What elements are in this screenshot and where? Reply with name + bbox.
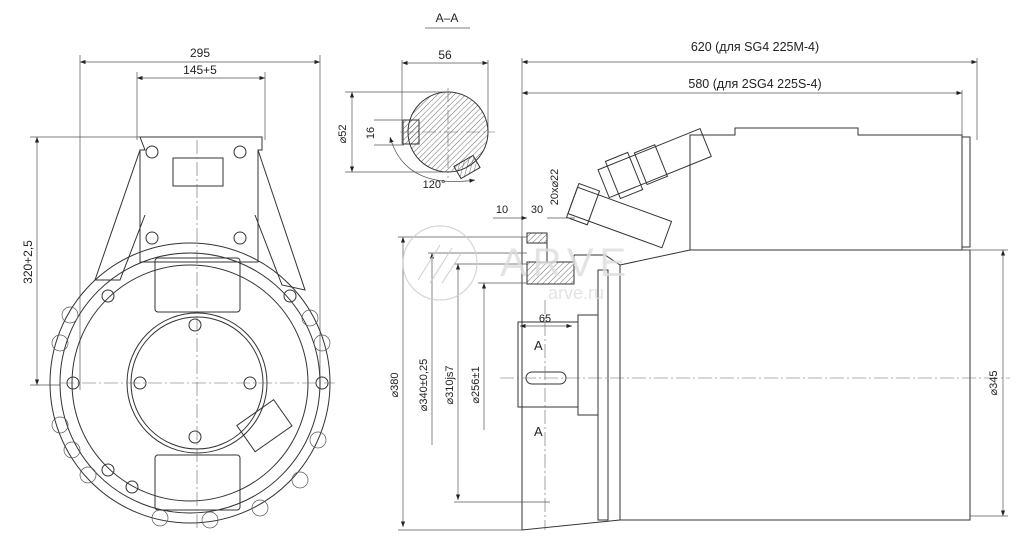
diameter-256: ⌀256±1 — [470, 366, 482, 403]
shaft-length-dimension: 65 — [539, 313, 551, 325]
watermark-logo — [402, 225, 478, 301]
section-mark-top: A — [534, 338, 543, 353]
key-width-dimension: 16 — [365, 127, 377, 139]
dimension-30: 30 — [531, 204, 543, 216]
section-title: A–A — [436, 11, 459, 25]
section-width-dimension: 56 — [438, 48, 452, 62]
diameter-345: ⌀345 — [988, 371, 1000, 396]
length-dimension-short: 580 (для 2SG4 225S-4) — [688, 77, 821, 91]
key-angle-dimension: 120° — [423, 179, 446, 191]
front-view: 295 145+5 320+2,5 — [21, 46, 335, 530]
output-shaft — [517, 321, 579, 408]
dimension-10: 10 — [496, 204, 508, 216]
holes-dimension: 20x⌀22 — [549, 169, 561, 206]
section-diameter-dimension: ⌀52 — [337, 125, 349, 144]
section-a-a: A–A 56 ⌀52 16 120° — [337, 11, 495, 191]
width-dimension: 295 — [190, 46, 210, 60]
watermark: ARVE arve.ru — [402, 225, 632, 303]
diameter-380: ⌀380 — [389, 373, 401, 398]
watermark-site: arve.ru — [548, 283, 604, 303]
diameter-310: ⌀310js7 — [444, 365, 456, 404]
bolt-spacing-dimension: 145+5 — [183, 63, 217, 77]
length-dimension-long: 620 (для SG4 225M-4) — [691, 40, 819, 54]
side-view: 620 (для SG4 225M-4) 580 (для 2SG4 225S-… — [389, 40, 1010, 531]
height-dimension: 320+2,5 — [21, 240, 35, 284]
diameter-340: ⌀340±0,25 — [418, 359, 430, 411]
section-mark-bottom: A — [534, 424, 543, 439]
watermark-brand: ARVE — [500, 241, 632, 285]
